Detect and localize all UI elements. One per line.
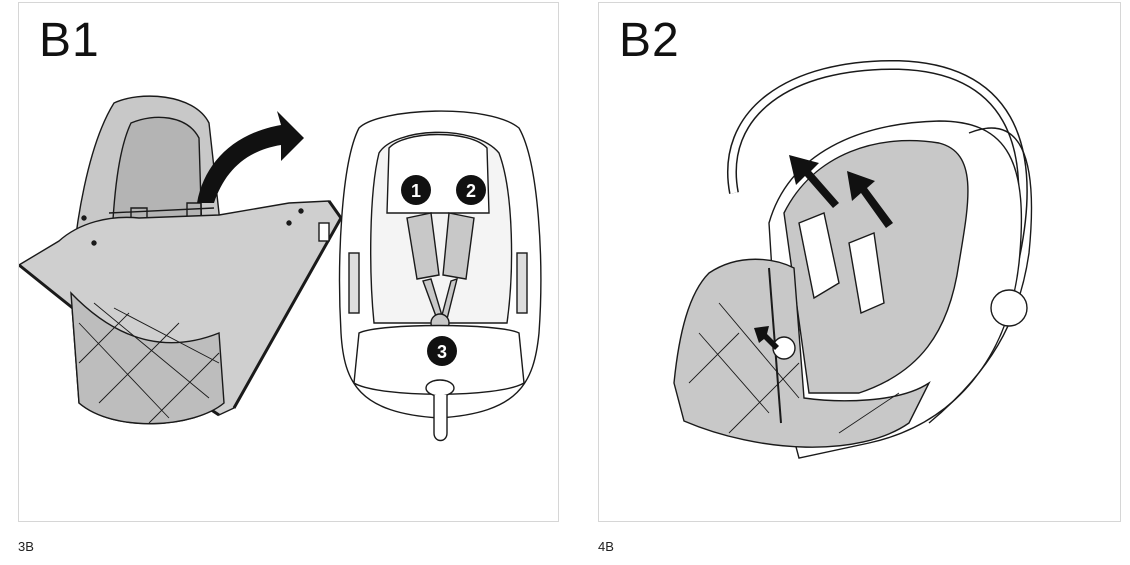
panel-b1: B1 — [18, 2, 559, 522]
svg-text:3: 3 — [437, 342, 447, 362]
b1-illustration: 1 2 3 — [19, 95, 542, 442]
step-badge-1: 1 — [401, 175, 431, 205]
arrow-icon-buckle — [754, 326, 779, 350]
arrow-icon-right — [847, 171, 893, 228]
footmuff-drawing — [19, 95, 343, 425]
panel-label: B2 — [619, 14, 680, 67]
caption-4b: 4B — [598, 539, 614, 554]
caption-3b: 3B — [18, 539, 34, 554]
panel-b2: B2 — [598, 2, 1121, 522]
arrow-icon-left — [789, 155, 839, 208]
svg-text:2: 2 — [466, 181, 476, 201]
b2-illustration — [673, 59, 1033, 459]
step-badge-3: 3 — [427, 336, 457, 366]
car-seat-drawing — [338, 110, 542, 442]
step-badge-2: 2 — [456, 175, 486, 205]
panel-label: B1 — [39, 14, 100, 67]
infant-carrier-drawing — [673, 59, 1033, 459]
curved-arrow-icon — [197, 111, 304, 203]
svg-text:1: 1 — [411, 181, 421, 201]
